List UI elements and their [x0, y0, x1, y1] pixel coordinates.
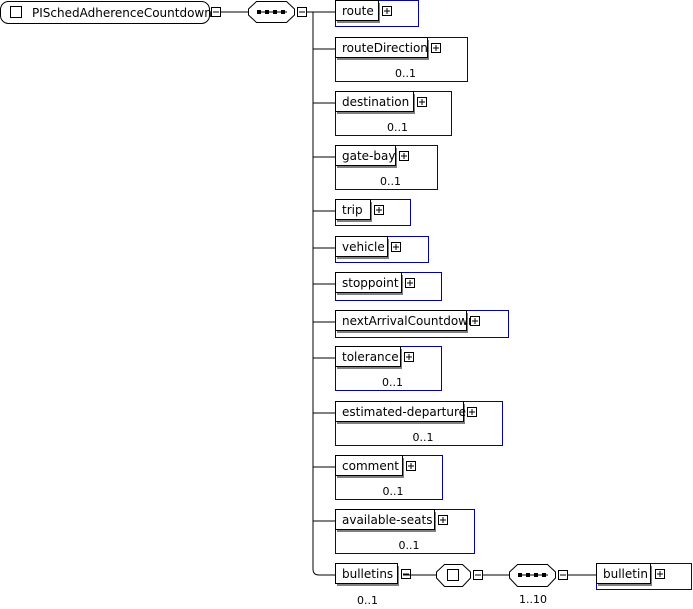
element-name-box	[335, 37, 428, 58]
sequence-collapse-icon[interactable]	[297, 7, 307, 17]
root-element-label: PISchedAdherenceCountdown	[32, 6, 212, 20]
element-cardinality: 0..1	[399, 539, 420, 552]
element-label: trip	[342, 203, 363, 217]
element-label: route	[342, 4, 374, 18]
element-label: routeDirection	[342, 41, 428, 55]
element-nextArrivalCountdown[interactable]: nextArrivalCountdown	[335, 310, 509, 338]
element-label: estimated-departure	[342, 405, 466, 419]
expand-icon[interactable]	[431, 43, 441, 53]
element-label: available-seats	[342, 513, 432, 527]
bulletins-collapse-icon[interactable]	[401, 569, 411, 579]
element-name-box	[335, 0, 379, 21]
element-cardinality: 0..1	[383, 485, 404, 498]
bulletin-element[interactable]: bulletin	[596, 563, 692, 590]
element-routeDirection[interactable]: routeDirection 0..1	[335, 37, 468, 82]
expand-icon[interactable]	[404, 352, 414, 362]
choice-icon	[447, 569, 459, 581]
element-cardinality: 0..1	[357, 594, 378, 607]
element-estimated-departure[interactable]: estimated-departure 0..1	[335, 401, 503, 446]
element-cardinality: 0..1	[382, 376, 403, 389]
expand-icon[interactable]	[382, 6, 392, 16]
element-name-box	[335, 455, 403, 476]
element-trip[interactable]: trip	[335, 199, 411, 226]
element-stoppoint[interactable]: stoppoint	[335, 272, 442, 301]
element-label: bulletins	[342, 567, 393, 581]
expand-icon[interactable]	[438, 515, 448, 525]
expand-icon[interactable]	[467, 407, 477, 417]
element-name-box	[335, 199, 371, 220]
root-checkbox-icon	[10, 6, 22, 18]
sequence-compositor[interactable]	[248, 1, 295, 23]
expand-icon[interactable]	[399, 151, 409, 161]
element-name-box	[335, 346, 401, 367]
element-label: nextArrivalCountdown	[342, 314, 476, 328]
element-label: gate-bay	[342, 149, 395, 163]
element-name-box	[335, 509, 435, 530]
root-element-box[interactable]	[0, 1, 210, 24]
expand-icon[interactable]	[417, 97, 427, 107]
element-name-box	[335, 401, 464, 422]
element-name-box	[335, 310, 467, 331]
element-available-seats[interactable]: available-seats 0..1	[335, 509, 475, 554]
element-gate-bay[interactable]: gate-bay 0..1	[335, 145, 438, 190]
expand-icon[interactable]	[405, 278, 415, 288]
element-label: destination	[342, 95, 409, 109]
bulletin-expand-icon[interactable]	[655, 569, 665, 579]
element-cardinality: 0..1	[380, 175, 401, 188]
inner-sequence-cardinality: 1..10	[519, 593, 547, 606]
choice-compositor[interactable]	[436, 564, 471, 587]
root-collapse-icon[interactable]	[211, 7, 221, 17]
element-name-box	[335, 145, 396, 166]
element-label: vehicle	[342, 240, 385, 254]
element-cardinality: 0..1	[413, 431, 434, 444]
expand-icon[interactable]	[470, 316, 480, 326]
inner-sequence-collapse-icon[interactable]	[558, 570, 568, 580]
element-name-box	[335, 236, 388, 257]
element-vehicle[interactable]: vehicle	[335, 236, 429, 263]
element-bulletins[interactable]: bulletins 0..1	[335, 563, 411, 608]
element-destination[interactable]: destination 0..1	[335, 91, 452, 136]
element-cardinality: 0..1	[395, 67, 416, 80]
choice-collapse-icon[interactable]	[473, 570, 483, 580]
element-cardinality: 0..1	[387, 121, 408, 134]
element-label: comment	[342, 459, 399, 473]
expand-icon[interactable]	[406, 461, 416, 471]
element-label: stoppoint	[342, 276, 399, 290]
connector-lines	[307, 11, 335, 576]
expand-icon[interactable]	[374, 205, 384, 215]
element-name-box	[335, 272, 402, 293]
element-label: tolerance	[342, 350, 399, 364]
element-comment[interactable]: comment 0..1	[335, 455, 443, 500]
root-element[interactable]: PISchedAdherenceCountdown	[0, 1, 212, 24]
element-tolerance[interactable]: tolerance 0..1	[335, 346, 442, 391]
expand-icon[interactable]	[391, 242, 401, 252]
bulletin-label: bulletin	[603, 567, 648, 581]
element-name-box	[335, 91, 414, 112]
element-route[interactable]: route	[335, 0, 419, 27]
inner-sequence-compositor[interactable]	[509, 564, 556, 587]
element-name-box	[335, 563, 398, 584]
